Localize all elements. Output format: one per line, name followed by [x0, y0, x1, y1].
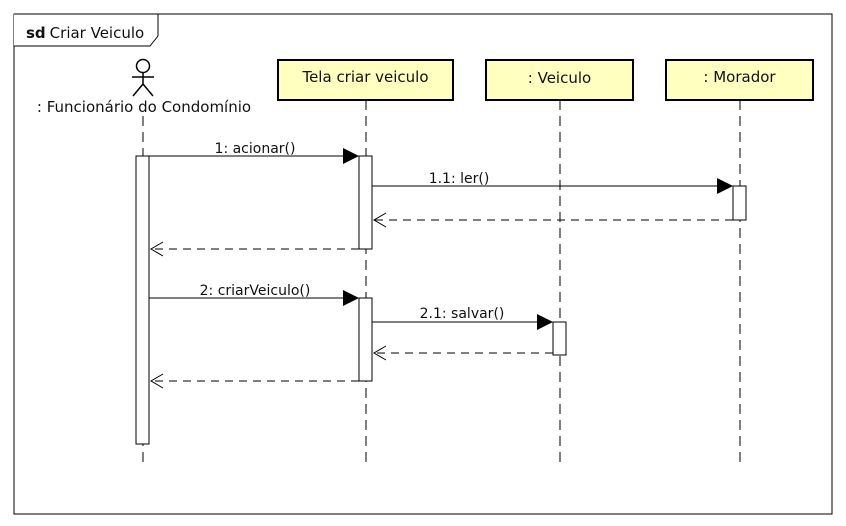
message-label: 1: acionar(): [215, 141, 296, 157]
return-acionar: [150, 241, 359, 257]
message-ler: 1.1: ler(): [372, 171, 733, 194]
return-criar-veiculo: [150, 373, 359, 389]
activation-actor: [135, 155, 150, 445]
lifeline-label-veiculo: : Veiculo: [528, 69, 591, 87]
message-label: 1.1: ler(): [429, 171, 490, 187]
lifeline-head-morador: [665, 59, 814, 101]
actor-label: : Funcionário do Condomínio: [37, 98, 251, 116]
frame-keyword: sd: [26, 24, 46, 42]
activation-tela-1: [358, 155, 373, 250]
diagram-frame: [13, 13, 833, 515]
frame-tab: [14, 13, 159, 47]
lifeline-label-morador: : Morador: [703, 68, 776, 86]
message-criar-veiculo: 2: criarVeiculo(): [149, 283, 359, 306]
lifeline-head-veiculo: [485, 59, 634, 101]
activation-tela-2: [358, 297, 373, 382]
return-ler: [373, 212, 733, 228]
frame-name: Criar Veiculo: [50, 24, 145, 42]
message-acionar: 1: acionar(): [149, 141, 359, 164]
actor-icon: [132, 58, 154, 97]
message-salvar: 2.1: salvar(): [372, 306, 553, 330]
lifeline-label-tela: Tela criar veiculo: [301, 68, 428, 86]
message-label: 2.1: salvar(): [420, 306, 505, 322]
activation-veiculo: [552, 321, 567, 356]
message-label: 2: criarVeiculo(): [200, 283, 311, 299]
return-salvar: [373, 345, 553, 361]
activation-morador: [732, 185, 747, 221]
